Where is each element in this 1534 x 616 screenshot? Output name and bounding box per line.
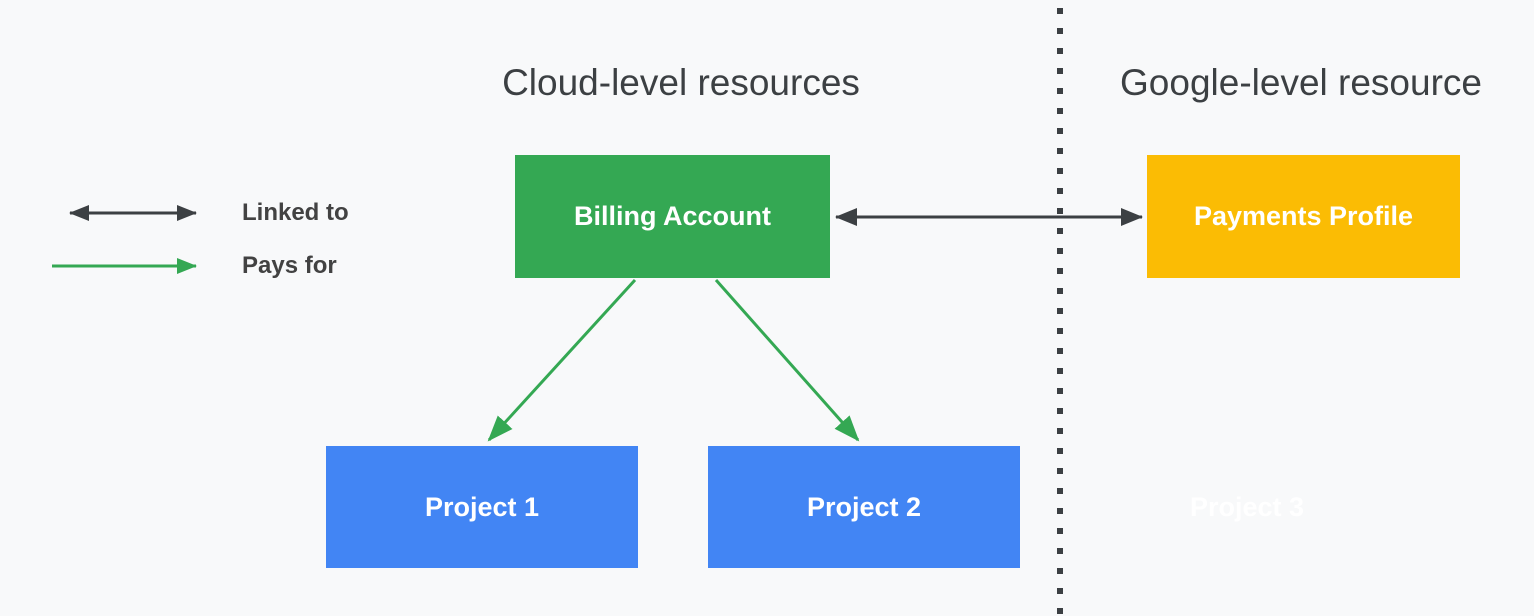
payments-profile-label: Payments Profile bbox=[1193, 201, 1414, 231]
project-3-node: Project 3 bbox=[1091, 446, 1403, 568]
google-section-title: Google-level resource bbox=[1120, 62, 1482, 103]
pays-for-connector-project-1-arrow bbox=[487, 278, 637, 442]
legend: Linked to Pays for bbox=[48, 192, 349, 298]
legend-item-linked-to: Linked to bbox=[48, 192, 349, 234]
project-1-label: Project 1 bbox=[424, 491, 540, 522]
legend-pays-for-label: Pays for bbox=[242, 252, 337, 279]
project-3-label: Project 3 bbox=[1189, 491, 1305, 522]
pays-for-connector-project-2-arrow bbox=[714, 279, 860, 442]
pays-for-arrow-icon bbox=[52, 258, 197, 274]
linked-to-double-arrow-icon bbox=[69, 205, 197, 221]
billing-account-label: Billing Account bbox=[574, 201, 771, 231]
project-2-node: Project 2 bbox=[708, 446, 1020, 568]
payments-profile-node: Payments Profile bbox=[1147, 155, 1460, 278]
legend-item-pays-for: Pays for bbox=[48, 245, 349, 287]
project-2-label: Project 2 bbox=[806, 491, 922, 522]
billing-account-node: Billing Account bbox=[515, 155, 830, 278]
legend-linked-to-label: Linked to bbox=[242, 199, 349, 226]
project-1-node: Project 1 bbox=[326, 446, 638, 568]
cloud-section-title: Cloud-level resources bbox=[502, 62, 860, 103]
